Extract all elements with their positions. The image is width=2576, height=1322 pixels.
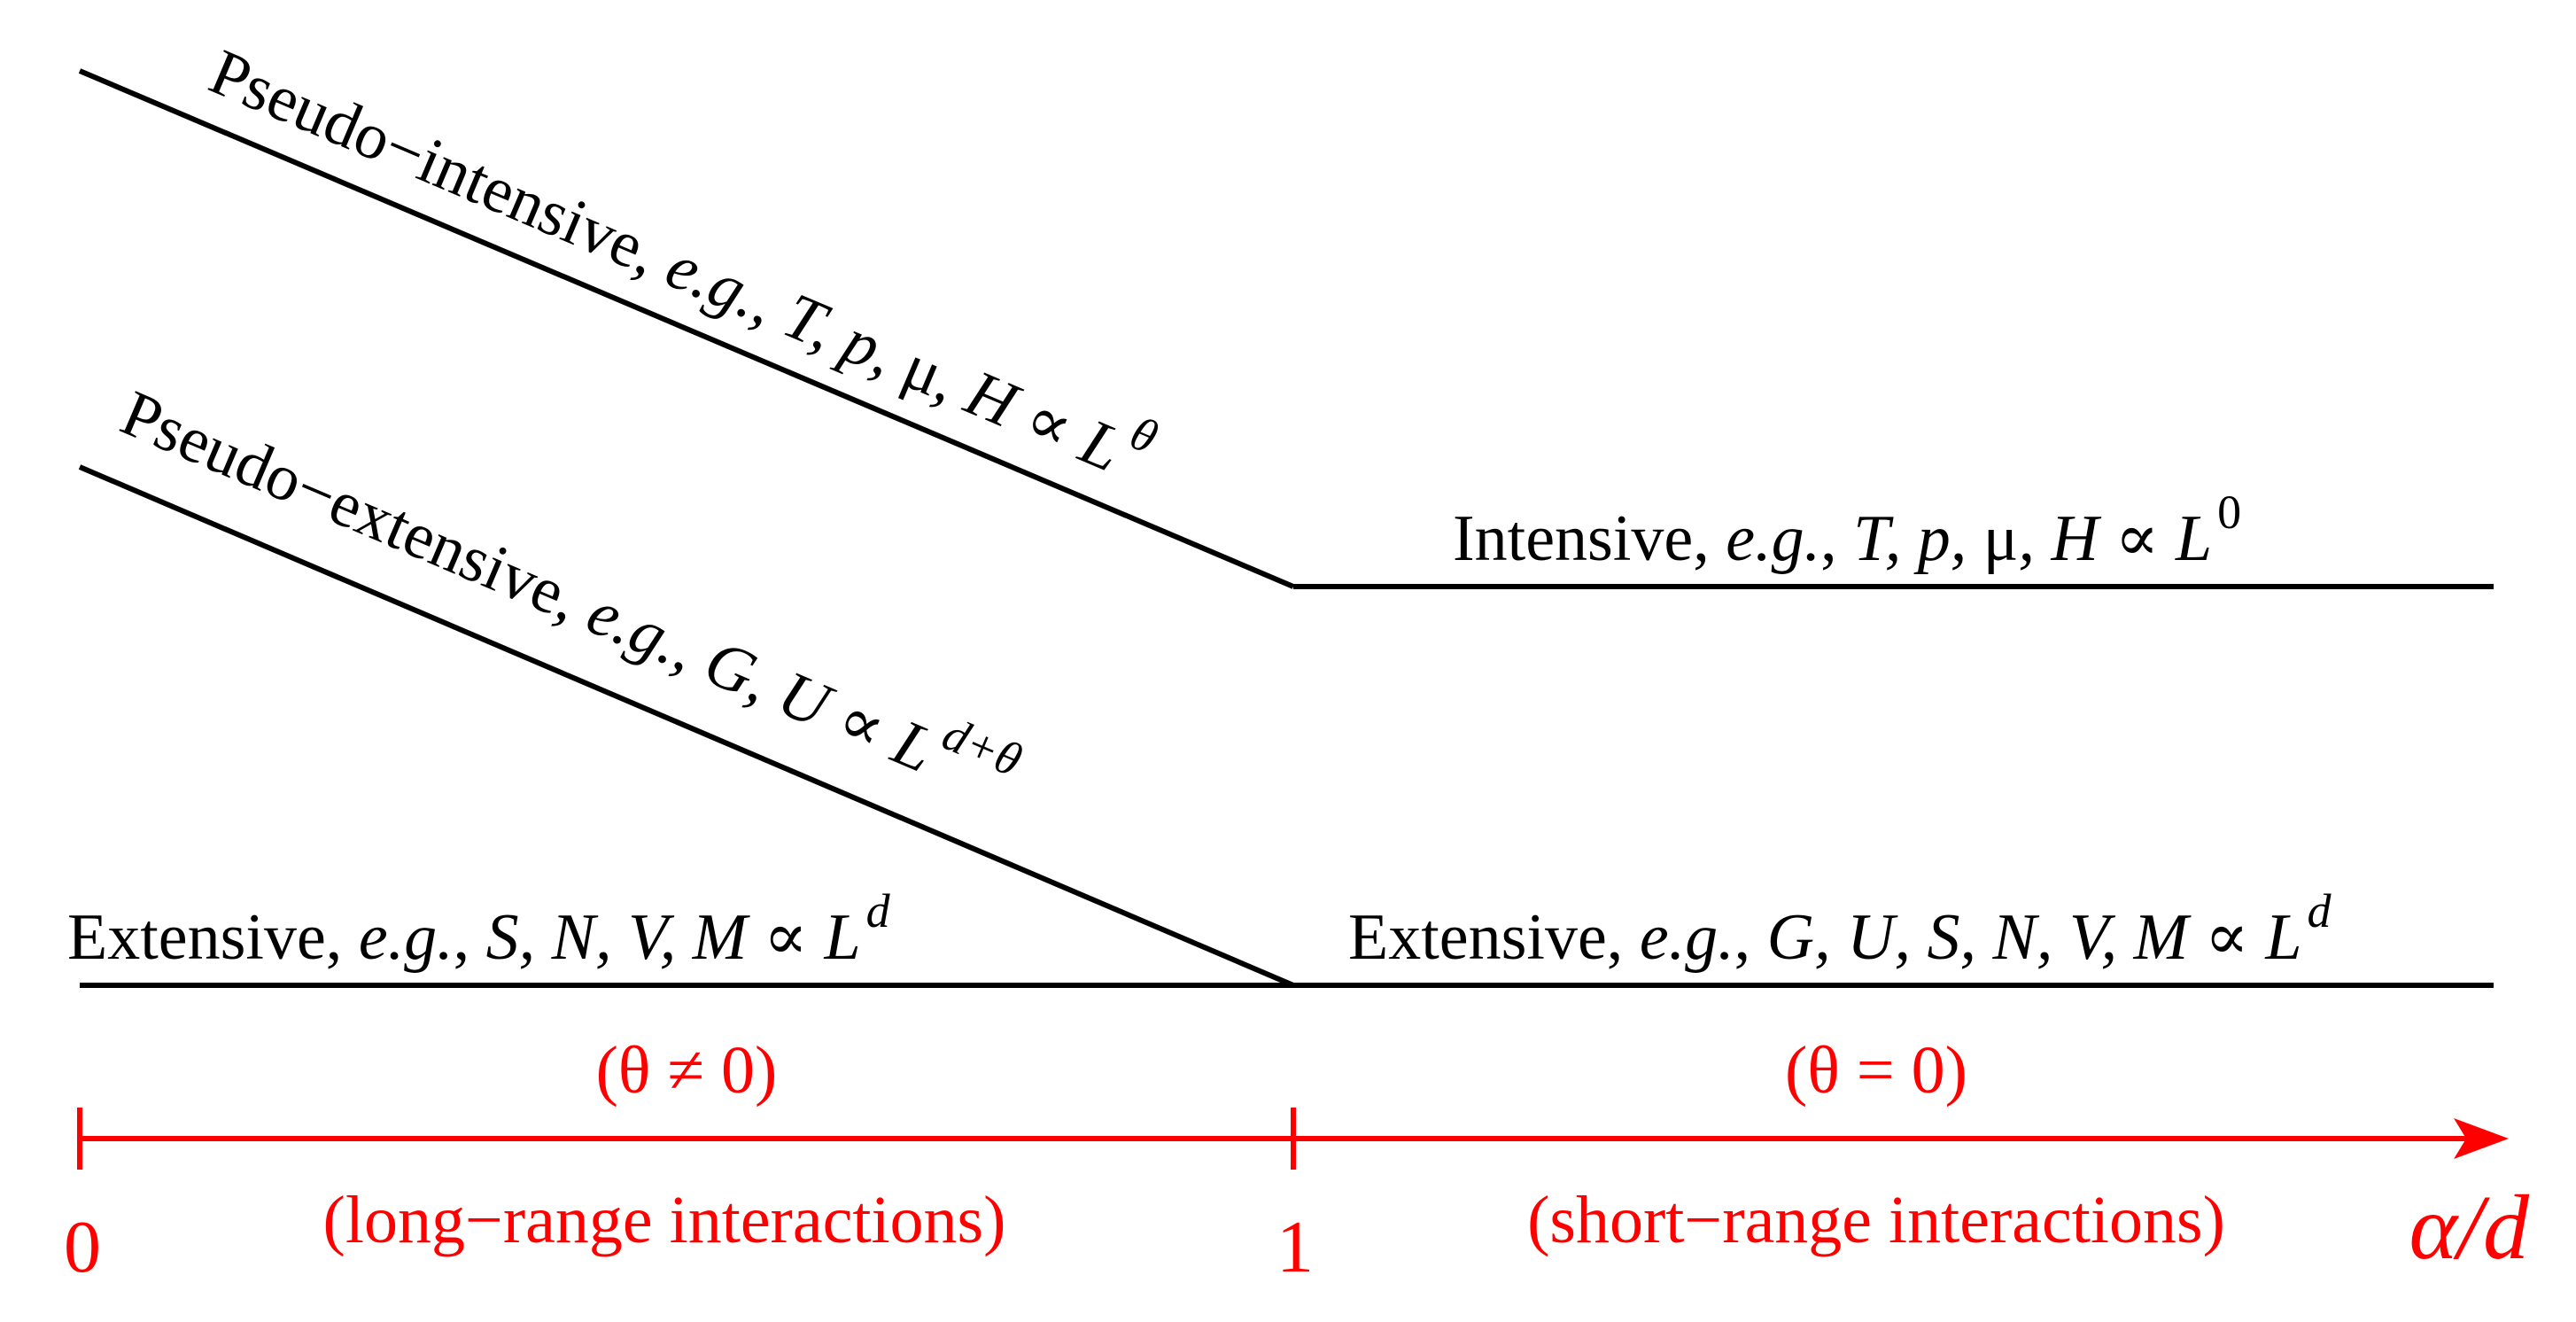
intensive-eg: e.g.: [1726, 502, 1820, 575]
short-range-label: (short−range interactions): [1527, 1183, 2225, 1257]
intensive-vars: T, p,: [1853, 502, 1983, 575]
intensive-exponent: 0: [2217, 486, 2241, 539]
pseudo-intensive-line: [78, 68, 1295, 589]
extensive-left-vars: S, N, V, M: [486, 901, 751, 974]
extensive-left-L: L: [823, 901, 860, 974]
intensive-L: L: [2175, 502, 2212, 575]
intensive-name: Intensive,: [1453, 502, 1726, 575]
pseudo-extensive-line: [78, 464, 1295, 988]
pseudo-intensive-exponent: θ: [1122, 406, 1165, 464]
pseudo-intensive-label: Pseudo−intensive, e.g., T, p, μ, H ∝ Lθ: [199, 20, 1165, 498]
intensive-mu: μ: [1983, 502, 2019, 575]
intensive-prop: ∝: [2099, 502, 2176, 575]
extensive-left-name: Extensive,: [67, 901, 359, 974]
tick-label-1: 1: [1276, 1206, 1314, 1288]
extensive-left-eg: e.g.: [359, 901, 454, 974]
extensive-right-eg: e.g.: [1640, 901, 1734, 974]
long-range-label: (long−range interactions): [323, 1183, 1006, 1257]
extensive-right-prop: ∝: [2188, 901, 2265, 974]
extensive-left-exponent: d: [866, 884, 891, 937]
theta-nonzero-label: (θ ≠ 0): [596, 1033, 778, 1108]
intensive-vars2: , H: [2018, 502, 2101, 575]
pseudo-intensive-vars: T, p,: [773, 279, 921, 397]
scaling-lines: [78, 68, 2494, 988]
extensive-left-prop: ∝: [747, 901, 824, 974]
alpha-over-d-axis: (θ ≠ 0) (θ = 0) (long−range interactions…: [64, 1033, 2530, 1288]
extensive-left-sep: ,: [454, 901, 486, 974]
axis-variable-label: α/d: [2409, 1177, 2530, 1279]
axis-arrowhead: [2454, 1118, 2509, 1159]
extensive-right-exponent: d: [2307, 884, 2332, 937]
extensive-right-name: Extensive,: [1348, 901, 1640, 974]
pseudo-intensive-name: Pseudo−intensive,: [199, 35, 684, 296]
pseudo-extensive-label: Pseudo−extensive, e.g., G, U ∝ Ld+θ: [111, 362, 1029, 820]
extensive-right-vars: G, U, S, N, V, M: [1767, 901, 2192, 974]
theta-zero-label: (θ = 0): [1785, 1033, 1967, 1108]
extensive-right-sep: ,: [1734, 901, 1767, 974]
intensive-sep: ,: [1820, 502, 1853, 575]
extensive-right-L: L: [2264, 901, 2301, 974]
pseudo-extensive-exponent: d+θ: [935, 707, 1029, 787]
tick-label-0: 0: [64, 1206, 101, 1288]
